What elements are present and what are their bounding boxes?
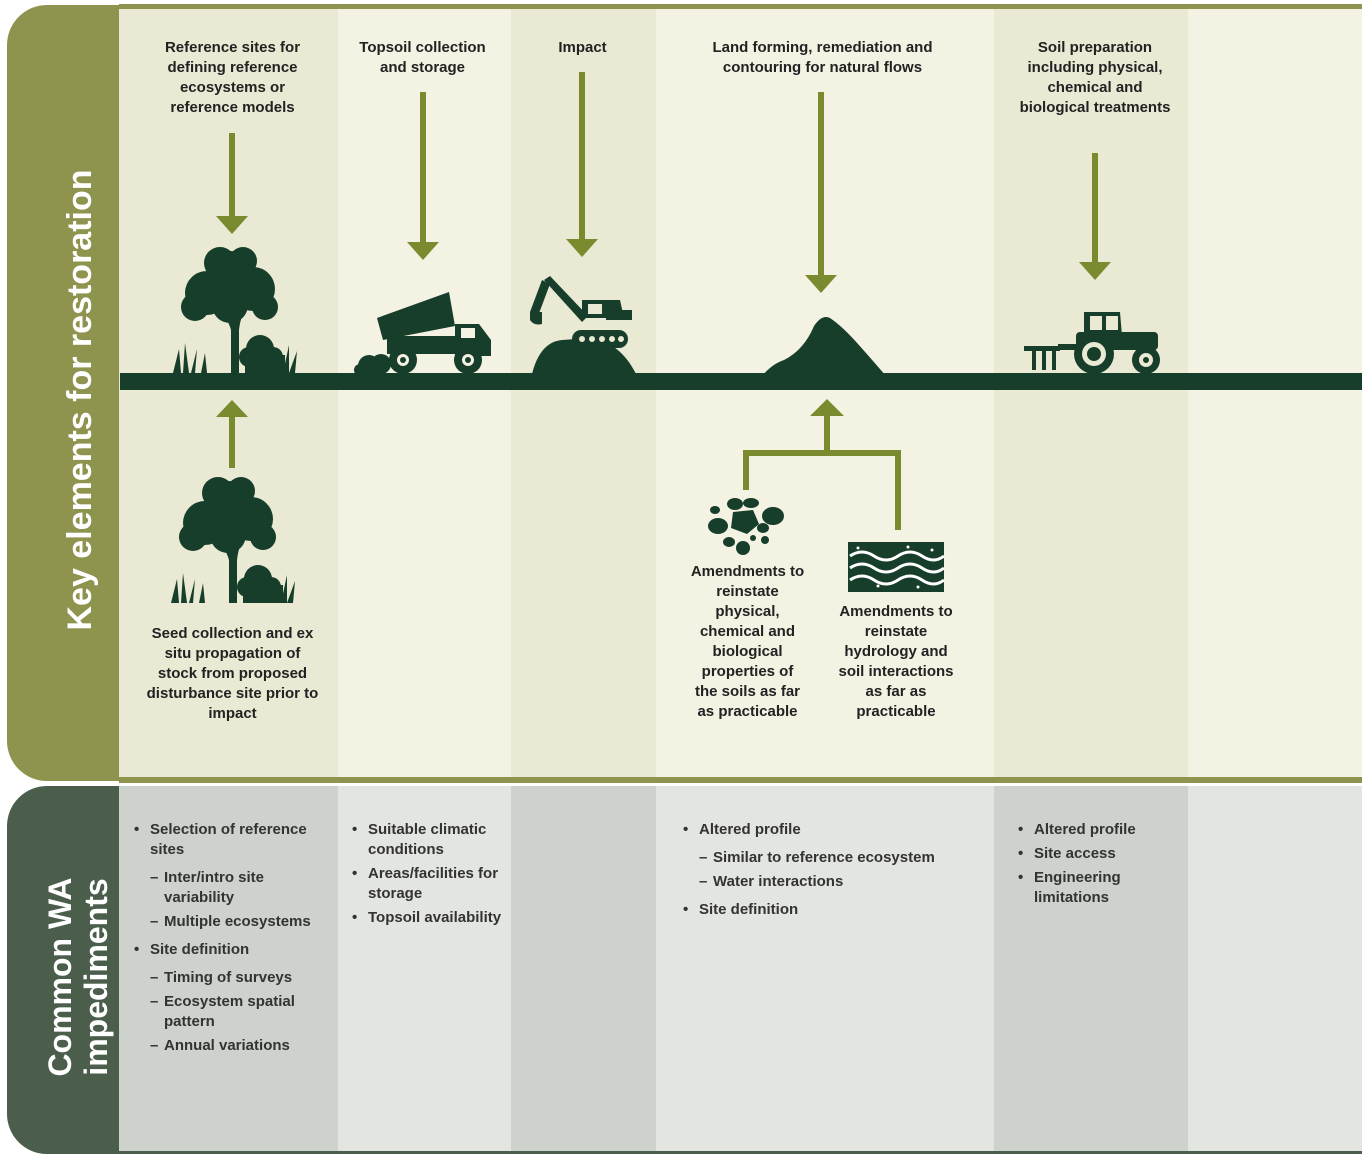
impediment-item: Suitable climatic conditions [352,820,502,860]
impediments-list-1: Selection of reference sites Inter/intro… [134,820,334,1056]
impediment-item: Site access [1018,844,1168,864]
impediment-item: Site definition [134,940,334,960]
impediment-item: Selection of reference sites [134,820,334,860]
impediment-subitem: Timing of surveys [134,968,334,988]
caption-seed-collection: Seed collection and ex situ propagation … [146,625,319,722]
impediment-item: Altered profile [1018,820,1168,840]
excavator-icon [530,276,636,374]
tree-with-shrubs-icon [171,477,295,603]
impediment-subitem: Similar to reference ecosystem [683,848,983,868]
water-waves-icon [848,542,945,592]
column-1-bg [119,7,338,777]
bottom-border [119,1151,1362,1154]
header-topsoil: Topsoil collection and storage [359,39,486,76]
caption-soil-amendments: Amendments to reinstate physical, chemic… [690,563,805,720]
top-border [119,4,1362,9]
impediment-subitem: Ecosystem spatial pattern [134,992,334,1032]
impediment-subitem: Annual variations [134,1036,334,1056]
dump-truck-icon [354,292,491,377]
ground-line [120,373,1362,390]
caption-hydrology-amendments: Amendments to reinstate hydrology and so… [838,603,954,720]
imp-column-4-bg [656,786,994,1152]
section-separator [119,777,1362,783]
impediment-item: Engineering limitations [1018,868,1168,908]
impediment-item: Altered profile [683,820,983,840]
header-reference-sites: Reference sites for defining reference e… [164,39,301,116]
tractor-with-plough-icon [1024,312,1160,374]
impediment-subitem: Water interactions [683,872,983,892]
column-5-bg [994,7,1188,777]
impediments-list-2: Suitable climatic conditions Areas/facil… [352,820,502,928]
impediment-item: Topsoil availability [352,908,502,928]
header-impact: Impact [558,39,607,56]
impediments-list-5: Altered profile Site access Engineering … [1018,820,1168,908]
column-4-bg [656,7,994,777]
imp-column-6-bg [1188,786,1362,1152]
impediments-list-4: Altered profile Similar to reference eco… [683,820,983,920]
tree-with-shrubs-icon [173,247,297,373]
impediment-item: Site definition [683,900,983,920]
impediment-subitem: Inter/intro site variability [134,868,334,908]
soil-aggregates-icon [708,498,784,555]
soil-mound-icon [762,317,886,376]
impediment-subitem: Multiple ecosystems [134,912,334,932]
imp-column-3-bg [511,786,656,1152]
impediment-item: Areas/facilities for storage [352,864,502,904]
header-soil-preparation: Soil preparation including physical, che… [1019,39,1171,116]
column-6-bg [1188,7,1362,777]
header-land-forming: Land forming, remediation and contouring… [712,39,933,76]
